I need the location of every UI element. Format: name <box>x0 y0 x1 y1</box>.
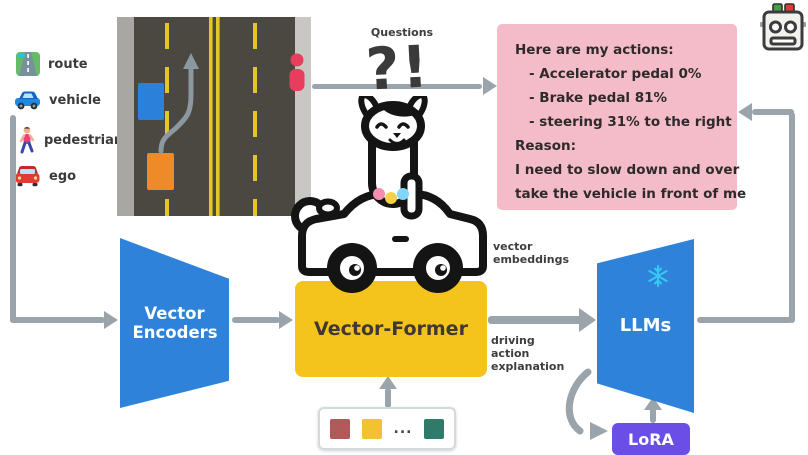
answer-bubble: Here are my actions: - Accelerator pedal… <box>497 24 747 210</box>
question-exclamation-glyph: ?! <box>364 32 432 104</box>
arrow-llms-to-answer-vertical <box>789 112 795 323</box>
label-former-to-llms-top: vector embeddings <box>493 240 570 266</box>
llms-block: LLMs <box>597 239 694 413</box>
ego-vehicle-rect <box>147 153 174 190</box>
ego-car-icon <box>15 166 40 187</box>
llama-car-illustration <box>291 96 487 293</box>
label-former-to-llms-bottom: driving action explanation <box>491 334 565 373</box>
lora-block: LoRA <box>612 423 690 455</box>
motorway-icon <box>16 52 40 76</box>
arrow-inputs-down <box>10 115 16 323</box>
arrow-encoders-to-former <box>232 317 280 323</box>
agent-vehicle-rect <box>138 83 164 120</box>
answer-line: - steering 31% to the right <box>529 114 732 130</box>
input-label-route: route <box>48 56 88 72</box>
arrowhead-inputs-to-encoders <box>104 311 118 329</box>
vector-former-block: Vector-Former <box>295 281 487 377</box>
road-scene-image <box>117 17 311 216</box>
llama-figure <box>358 96 428 220</box>
input-row-route: route <box>16 52 88 76</box>
prompt-label: Questions <box>370 26 434 39</box>
arrow-queries-to-former <box>385 388 391 408</box>
input-row-pedestrian: pedestrian <box>18 126 123 154</box>
input-row-ego: ego <box>14 165 76 187</box>
arrow-former-to-llms <box>488 316 582 324</box>
answer-line: take the vehicle in front of me <box>515 186 747 202</box>
arrow-llms-to-answer-bottom <box>697 317 792 323</box>
latent-queries-box: ... <box>318 407 456 450</box>
arrowhead-llms-to-answer <box>738 103 752 121</box>
input-label-pedestrian: pedestrian <box>44 132 124 148</box>
arrow-inputs-to-encoders <box>10 317 105 323</box>
input-label-ego: ego <box>49 168 77 184</box>
lora-label: LoRA <box>628 429 674 449</box>
input-label-vehicle: vehicle <box>49 92 101 108</box>
llms-label: LLMs <box>619 315 672 336</box>
arrowhead-former-to-llms <box>579 308 596 332</box>
car-wheel <box>327 243 377 293</box>
snowflake-icon <box>648 265 668 287</box>
answer-line: I need to slow down and over <box>515 162 740 178</box>
arrowhead-queries-to-former <box>379 376 397 389</box>
answer-line: - Brake pedal 81% <box>529 90 668 106</box>
query-token-teal <box>424 418 445 439</box>
input-row-vehicle: vehicle <box>14 90 101 110</box>
vector-encoders-block: Vector Encoders <box>120 238 229 408</box>
arrowhead-encoders-to-former <box>279 311 293 329</box>
robot-icon <box>760 3 806 51</box>
overtake-trajectory-arrow <box>158 64 194 154</box>
arrow-curved-to-lora <box>565 368 608 440</box>
arrow-lora-to-llms <box>650 408 656 423</box>
query-token-ellipsis: ... <box>393 420 413 437</box>
query-token-red <box>329 418 350 439</box>
car-wheel <box>413 243 463 293</box>
answer-line: Reason: <box>515 138 576 154</box>
vector-encoders-label: Vector Encoders <box>132 304 218 342</box>
vector-former-label: Vector-Former <box>314 318 468 340</box>
vehicle-icon <box>15 91 40 110</box>
arrowhead-scene-to-answer <box>483 77 497 95</box>
arrow-scene-to-answer <box>312 84 482 89</box>
answer-line: Here are my actions: <box>515 42 674 58</box>
arrow-llms-to-answer-top <box>752 109 794 115</box>
answer-line: - Accelerator pedal 0% <box>529 66 702 82</box>
pedestrian-icon <box>19 126 35 154</box>
query-token-yellow <box>361 418 382 439</box>
pedestrian-figure <box>289 53 305 91</box>
